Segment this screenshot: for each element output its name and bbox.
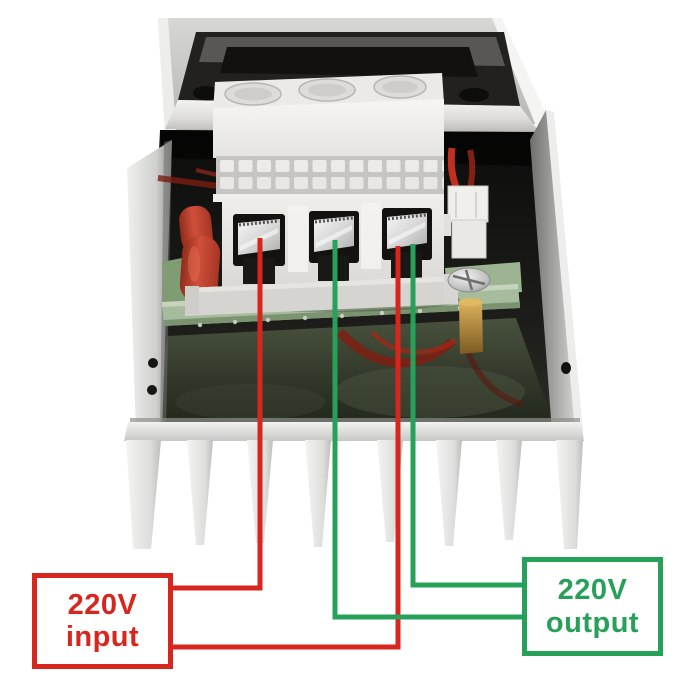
lid-left-rail (158, 18, 176, 131)
water-droplets (197, 305, 463, 328)
wall-hole (561, 362, 571, 374)
input-wire-left-terminal (170, 238, 263, 591)
output-label-line1: 220V (557, 574, 628, 607)
output-wire-middle-terminal (332, 240, 526, 620)
fin (126, 440, 161, 549)
input-label-line1: 220V (67, 588, 138, 621)
input-label-line2: input (65, 621, 140, 653)
fin (496, 440, 522, 540)
fin (436, 440, 462, 546)
output-wire-right-terminal (410, 244, 526, 588)
annotation-wires (170, 238, 526, 650)
terminal-wire-holes (224, 75, 427, 106)
wall-notch (147, 385, 157, 395)
input-wire-right-terminal (170, 246, 401, 650)
pcb-screw (447, 267, 491, 293)
fin (556, 440, 583, 549)
internal-components (157, 147, 489, 303)
right-heatsink-wall (530, 110, 583, 432)
display-window (220, 47, 478, 77)
brass-standoff (459, 298, 483, 354)
lid-screw-hole-right (459, 88, 489, 102)
heatsink-base (124, 418, 584, 441)
wall-notch (148, 358, 158, 368)
lid-screw-hole-left (193, 86, 219, 100)
terminal-block (185, 73, 460, 316)
fin (187, 440, 213, 545)
input-label-box: 220V input (32, 573, 173, 669)
red-wire (157, 175, 219, 189)
output-label-line2: output (545, 606, 640, 639)
heatsink-fins (126, 440, 583, 549)
internal-red-wire (336, 328, 455, 368)
white-connector (441, 185, 489, 259)
output-label-box: 220V output (522, 557, 663, 656)
fin (305, 440, 331, 547)
terminal-upper-body (213, 99, 444, 158)
